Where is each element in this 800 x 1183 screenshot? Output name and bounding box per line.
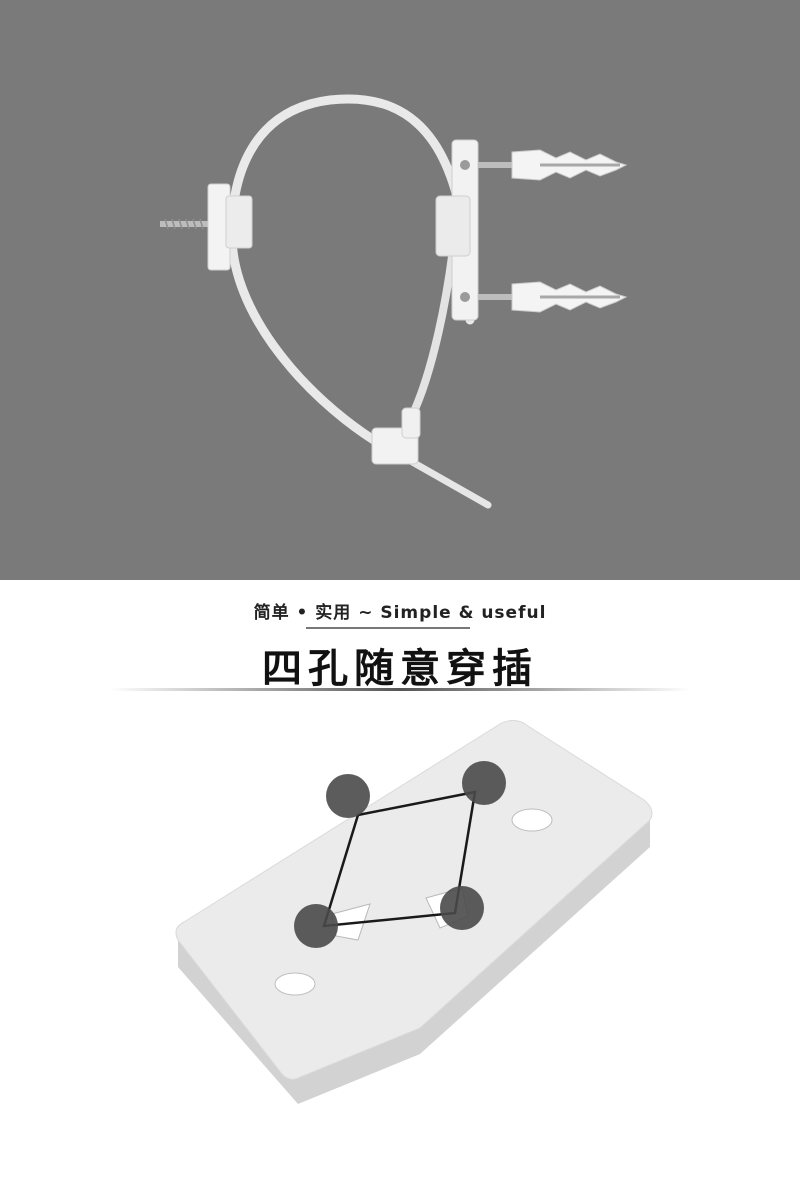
caption-block	[0, 580, 800, 695]
round-hole-right	[511, 808, 553, 832]
wall-anchor-top	[478, 149, 628, 181]
heading-divider	[110, 688, 690, 691]
product-photo-cable-tie	[0, 0, 800, 580]
mount-plate-edge	[178, 820, 650, 1104]
left-mount-clip	[225, 195, 253, 249]
cable-tie-illustration	[160, 94, 628, 509]
product-photo-mount-plate	[0, 692, 800, 1183]
marker-top-right	[462, 761, 506, 805]
marker-bottom-right	[440, 886, 484, 930]
page-heading: 四孔随意穿插	[262, 646, 538, 692]
marker-bottom-left	[294, 904, 338, 948]
tie-head-pawl	[401, 407, 421, 439]
marker-top-left	[326, 774, 370, 818]
tie-loop	[227, 94, 475, 460]
right-screw-head-top	[460, 160, 470, 170]
left-screw-thread	[164, 218, 204, 230]
mount-plate-illustration	[175, 720, 653, 1104]
right-screw-head-bottom	[460, 292, 470, 302]
round-hole-left	[274, 972, 316, 996]
right-mount-clip	[435, 195, 471, 257]
subtitle-underline	[306, 627, 470, 629]
wall-anchor-bottom	[478, 281, 628, 313]
subtitle: 简单 • 实用 ~ Simple & useful	[253, 603, 547, 623]
